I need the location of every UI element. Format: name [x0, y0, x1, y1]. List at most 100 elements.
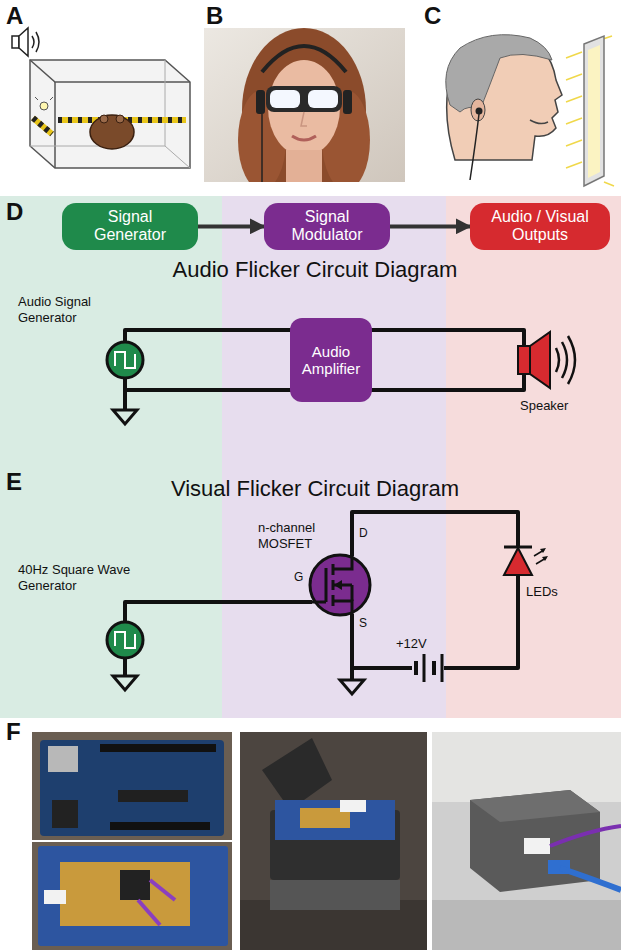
illustration-shape — [40, 102, 48, 110]
voltage-label: +12V — [396, 636, 427, 652]
box-label: Signal Modulator — [272, 208, 382, 245]
illustration-shape — [604, 182, 614, 186]
illustration-shape — [286, 150, 322, 182]
visual-circuit-wires — [125, 512, 518, 680]
illustration-shape — [423, 654, 426, 682]
amplifier-box: Audio Amplifier — [290, 318, 372, 402]
panel-letter: F — [6, 718, 21, 747]
pin-name: D — [359, 526, 368, 540]
illustration-shape — [123, 658, 127, 676]
pin-name: S — [359, 616, 367, 630]
illustration-shape — [118, 790, 188, 802]
speaker-icon — [12, 28, 39, 56]
section-heading: Audio Flicker Circuit Diagram — [110, 257, 520, 283]
illustration-shape — [266, 86, 342, 112]
illustration-shape — [446, 35, 552, 112]
illustration-shape — [120, 870, 150, 900]
illustration-shape — [33, 118, 52, 134]
illustration-shape — [90, 115, 134, 149]
illustration-shape — [340, 800, 366, 812]
illustration-shape — [370, 330, 524, 346]
illustration-shape — [301, 112, 307, 126]
illustration-shape — [123, 378, 127, 410]
enclosure-open-photo — [240, 732, 427, 950]
illustration-shape — [262, 46, 346, 72]
illustration-shape — [333, 556, 352, 569]
illustration-shape — [350, 614, 354, 680]
illustration-shape — [444, 576, 518, 668]
illustration-shape — [150, 880, 175, 900]
illustration-shape — [50, 97, 53, 100]
illustration-shape — [113, 676, 137, 690]
illustration-shape — [125, 602, 312, 622]
illustration-shape — [165, 60, 166, 146]
illustration-shape — [432, 732, 621, 950]
illustration-shape — [262, 738, 332, 810]
illustration-shape — [414, 661, 418, 675]
illustration-shape — [30, 60, 190, 82]
illustration-shape — [340, 680, 364, 694]
illustration-shape — [343, 90, 352, 114]
illustration-shape — [38, 846, 228, 946]
illustration-shape — [333, 601, 352, 614]
box-label: Audio / Visual Outputs — [478, 208, 602, 245]
illustration-shape — [470, 114, 479, 180]
illustration-shape — [566, 118, 582, 124]
flow-arrow — [198, 224, 264, 228]
square-wave-generator-symbol — [107, 622, 143, 658]
mosfet-symbol — [310, 555, 370, 615]
illustration-shape — [308, 90, 338, 108]
illustration-shape — [35, 97, 38, 100]
illustration-shape — [588, 45, 600, 178]
signal-generator-symbol — [107, 342, 143, 378]
illustration-shape — [540, 548, 546, 553]
illustration-shape — [504, 548, 532, 575]
illustration-shape — [125, 388, 292, 392]
led-symbol — [504, 547, 548, 575]
illustration-shape — [275, 800, 395, 840]
illustration-shape — [432, 732, 621, 802]
illustration-shape — [550, 826, 621, 846]
illustration-shape — [310, 555, 370, 615]
component-label: Audio Signal Generator — [18, 294, 118, 325]
illustration-shape — [334, 580, 342, 590]
ground-symbol — [113, 676, 364, 694]
panel-letter: E — [6, 468, 22, 497]
illustration-shape — [48, 746, 78, 772]
illustration-shape — [100, 115, 108, 123]
panel-letter: A — [6, 2, 23, 31]
illustration-shape — [32, 842, 232, 950]
illustration-shape — [566, 162, 582, 168]
illustration-shape — [115, 632, 135, 648]
illustration-shape — [325, 568, 328, 602]
component-label: LEDs — [526, 584, 558, 600]
illustration-shape — [566, 96, 582, 102]
illustration-shape — [476, 108, 483, 115]
box-label: Signal Generator — [70, 208, 190, 245]
illustration-shape — [32, 732, 232, 840]
illustration-shape — [12, 36, 19, 48]
illustration-shape — [113, 410, 137, 424]
illustration-shape — [115, 352, 135, 368]
illustration-shape — [504, 546, 532, 549]
illustration-shape — [125, 330, 292, 342]
illustration-shape — [524, 838, 550, 854]
illustration-shape — [470, 790, 600, 822]
illustration-shape — [518, 346, 530, 374]
panel-letter: B — [206, 2, 223, 31]
battery-symbol — [416, 654, 442, 682]
illustration-shape — [240, 732, 427, 950]
illustration-shape — [40, 740, 224, 836]
illustration-shape — [568, 336, 575, 384]
illustration-shape — [312, 601, 326, 604]
illustration-shape — [44, 890, 66, 904]
illustration-shape — [33, 118, 52, 134]
light-panel — [566, 36, 614, 186]
illustration-shape — [562, 342, 567, 378]
illustration-shape — [54, 82, 56, 168]
illustration-shape — [584, 36, 604, 186]
illustration-shape — [446, 196, 621, 718]
illustration-shape — [261, 114, 263, 182]
component-label: Speaker — [520, 398, 568, 414]
